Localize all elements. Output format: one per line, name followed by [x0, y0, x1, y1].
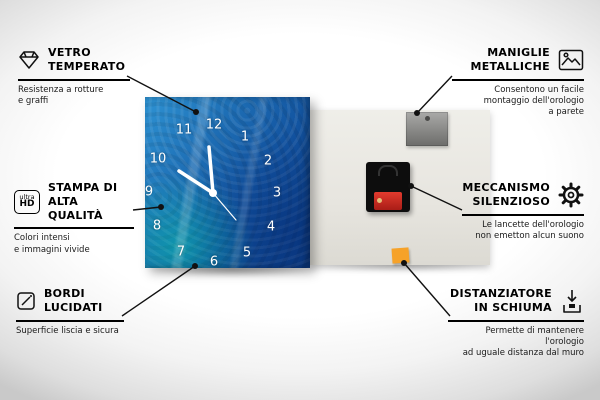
gear-icon	[558, 182, 584, 208]
ultra-hd-icon: ultra HD	[14, 189, 40, 214]
callout-subtitle: Resistenza a rotture e graffi	[18, 84, 104, 106]
callout-polished-edges: BORDI LUCIDATI Superficie liscia e sicur…	[16, 287, 124, 337]
callout-high-quality-print: ultra HD STAMPA DI ALTA QUALITÀ Colori i…	[14, 181, 134, 256]
callout-subtitle: Consentono un facile montaggio dell'orol…	[483, 84, 584, 118]
divider	[448, 319, 584, 322]
divider	[452, 78, 584, 81]
clock-number-11: 11	[175, 122, 193, 138]
clock-number-1: 1	[240, 129, 250, 145]
clock-number-4: 4	[266, 219, 276, 235]
picture-frame-icon	[558, 49, 584, 71]
clock-back-panel	[310, 110, 490, 265]
ultra-hd-text-big: HD	[19, 199, 35, 210]
callout-subtitle: Permette di mantenere l'orologio ad ugua…	[462, 325, 584, 359]
callout-title: BORDI LUCIDATI	[44, 287, 103, 314]
divider	[16, 319, 124, 322]
metal-hanger-plate	[406, 112, 448, 146]
callout-title: STAMPA DI ALTA QUALITÀ	[48, 181, 118, 222]
callout-silent-mechanism: MECCANISMO SILENZIOSO Le lancette dell'o…	[462, 181, 584, 242]
foam-spacer	[391, 247, 410, 264]
ultra-hd-text-small: ultra	[19, 192, 35, 201]
clock-number-9: 9	[144, 184, 154, 200]
connector-handles	[416, 75, 453, 114]
callout-title: DISTANZIATORE IN SCHIUMA	[450, 287, 552, 314]
divider	[18, 78, 130, 81]
clock-number-2: 2	[263, 153, 273, 169]
callout-subtitle: Le lancette dell'orologio non emetton al…	[475, 219, 584, 241]
polished-surface-icon	[16, 291, 36, 311]
hanger-hole	[424, 116, 430, 121]
diamond-icon	[18, 50, 40, 70]
callout-subtitle: Colori intensi e immagini vivide	[14, 233, 90, 255]
callout-title: VETRO TEMPERATO	[48, 46, 126, 73]
divider	[462, 213, 584, 216]
callout-title: MECCANISMO SILENZIOSO	[462, 181, 550, 208]
mechanism-hanger-slot	[378, 165, 398, 176]
callout-metal-handles: MANIGLIE METALLICHE Consentono un facile…	[452, 46, 584, 119]
clock-number-8: 8	[152, 218, 162, 234]
clock-number-3: 3	[272, 185, 282, 201]
callout-tempered-glass: VETRO TEMPERATO Resistenza a rotture e g…	[18, 46, 130, 107]
clock-mechanism	[366, 162, 410, 212]
divider	[14, 227, 134, 230]
clock-number-7: 7	[176, 244, 186, 260]
clock-front-panel	[145, 97, 310, 268]
callout-subtitle: Superficie liscia e sicura	[16, 325, 119, 336]
clock-number-6: 6	[209, 254, 219, 270]
callout-title: MANIGLIE METALLICHE	[470, 46, 550, 73]
battery	[374, 192, 402, 210]
clock-number-10: 10	[149, 151, 167, 167]
spacer-arrow-icon	[560, 288, 584, 314]
clock-number-12: 12	[205, 117, 223, 133]
clock-number-5: 5	[242, 245, 252, 261]
callout-foam-spacer: DISTANZIATORE IN SCHIUMA Permette di man…	[448, 287, 584, 360]
